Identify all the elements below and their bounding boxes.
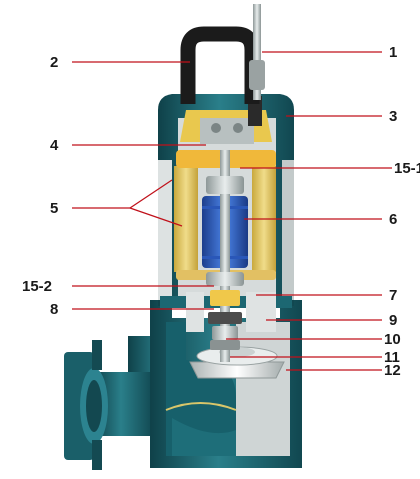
callout-15-1: 15-1: [394, 160, 420, 177]
callout-9: 9: [389, 312, 397, 329]
impeller: [189, 346, 285, 379]
callout-8: 8: [50, 301, 58, 318]
callout-10: 10: [384, 331, 401, 348]
oil-chamber: [186, 292, 276, 332]
callout-15-2: 15-2: [22, 278, 52, 295]
leader-5b: [129, 179, 173, 209]
lifting-handle: [180, 26, 260, 104]
callout-12: 12: [384, 362, 401, 379]
callout-6: 6: [389, 211, 397, 228]
callout-11: 11: [384, 349, 400, 366]
power-cable: [249, 4, 265, 100]
callout-labels: 1 2 3 4 15-1 5 6 15-2 7 8 9 10 11 12: [22, 44, 420, 379]
leader-lines: [72, 51, 392, 371]
callout-2: 2: [50, 54, 58, 71]
callout-4: 4: [50, 137, 59, 154]
leader-5c: [129, 207, 183, 227]
shaft-assembly: [206, 150, 244, 362]
callout-5: 5: [50, 200, 58, 217]
callout-3: 3: [389, 108, 397, 125]
callout-7: 7: [389, 287, 397, 304]
callout-1: 1: [389, 44, 397, 61]
